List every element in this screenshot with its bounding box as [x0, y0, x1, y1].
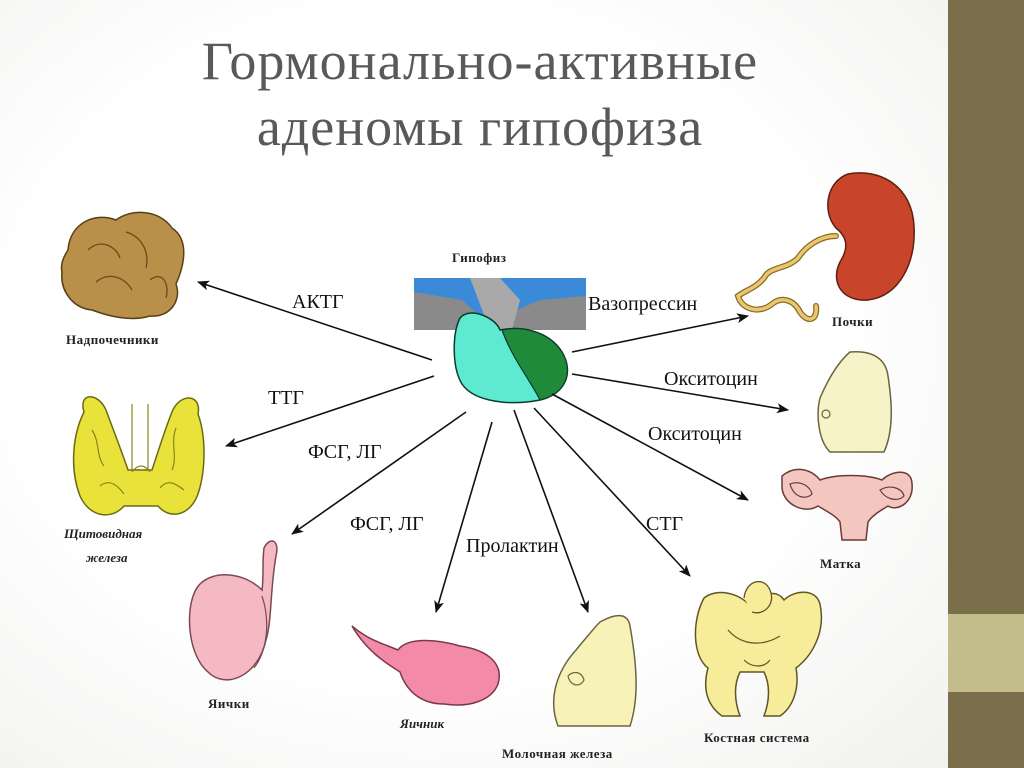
organ-label-kidneys: Почки [832, 314, 873, 329]
arrow-to-ovary [434, 421, 493, 613]
hormone-label-ttg: ТТГ [268, 387, 304, 409]
hormone-label-oxytocin-1: Окситоцин [664, 368, 758, 390]
pituitary-illustration [414, 278, 586, 404]
adrenals-illustration [60, 211, 185, 320]
sidebar-accent-middle [948, 614, 1024, 692]
mammary-gland-illustration [552, 614, 637, 727]
title-line-1: Гормонально-активные [201, 31, 759, 91]
arrow-to-adrenals [197, 280, 433, 361]
hormone-label-actg: АКТГ [292, 291, 344, 313]
arrow-to-uterus [551, 393, 749, 501]
sidebar-accent-bottom [948, 692, 1024, 768]
ovary-illustration [351, 625, 500, 706]
pituitary-diagram: Гипофиз АКТГ ТТГ ФСГ, ЛГ ФСГ, ЛГ Пролакт… [60, 172, 915, 761]
pituitary-label: Гипофиз [452, 250, 506, 265]
bones-illustration [694, 580, 823, 717]
arrow-to-breast [571, 373, 789, 414]
organ-label-thyroid-line1: Щитовидная [63, 526, 143, 541]
organ-label-bones: Костная система [704, 730, 810, 745]
organ-label-uterus: Матка [820, 556, 861, 571]
thyroid-illustration [72, 396, 205, 516]
organ-label-thyroid-line2: железа [86, 550, 128, 565]
arrow-to-thyroid [225, 375, 435, 448]
title-line-2: аденомы гипофиза [256, 97, 704, 157]
arrow-to-kidneys [571, 313, 749, 353]
slide-title: Гормонально-активные аденомы гипофиза [60, 28, 900, 160]
sidebar-accent-top [948, 0, 1024, 614]
hormone-label-fsg-lg-1: ФСГ, ЛГ [308, 441, 382, 463]
organ-label-mammary: Молочная железа [502, 746, 613, 761]
organ-label-ovary: Яичник [399, 716, 444, 731]
testes-illustration [188, 540, 278, 681]
uterus-illustration [781, 468, 913, 541]
hormone-label-prolactin: Пролактин [466, 535, 559, 557]
organ-label-testes: Яички [208, 696, 250, 711]
hormone-label-oxytocin-2: Окситоцин [648, 423, 742, 445]
hormone-label-fsg-lg-2: ФСГ, ЛГ [350, 513, 424, 535]
breast-illustration [817, 351, 893, 453]
kidney-illustration [734, 172, 915, 323]
hormone-label-stg: СТГ [646, 513, 683, 535]
arrow-to-mammary [513, 409, 589, 613]
organ-label-adrenals: Надпочечники [66, 332, 159, 347]
hormone-arrows [197, 280, 789, 613]
arrow-to-bones [533, 407, 691, 577]
arrow-to-testes [291, 411, 467, 535]
hormone-label-vasopressin: Вазопрессин [588, 293, 698, 315]
